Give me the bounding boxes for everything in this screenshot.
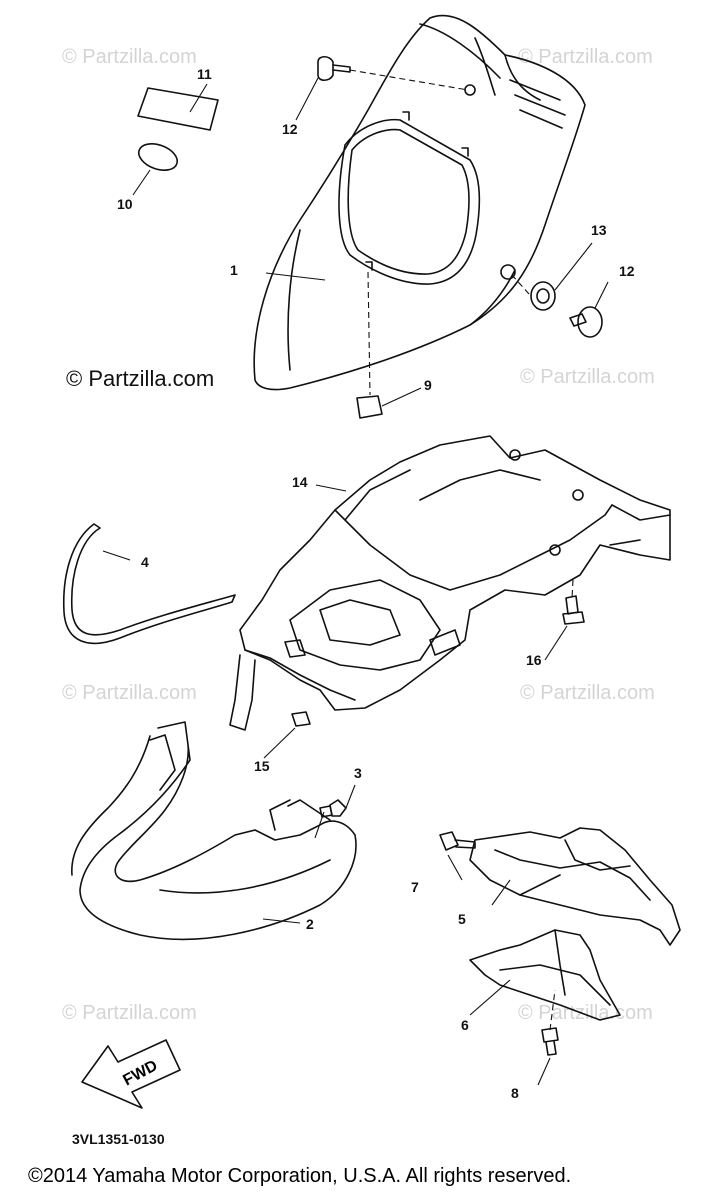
fwd-arrow: [81, 1039, 181, 1109]
part-2-guard: [71, 721, 357, 941]
callout-1: 1: [230, 262, 238, 278]
watermark-mid-left-dark: © Partzilla.com: [66, 366, 215, 391]
callout-12-top: 12: [282, 121, 298, 137]
watermark-mid-right: © Partzilla.com: [520, 366, 655, 388]
part-14-tray: [229, 435, 671, 731]
callout-10: 10: [117, 196, 133, 212]
part-4-strip: [62, 523, 236, 645]
callout-5: 5: [458, 911, 466, 927]
callout-15: 15: [254, 758, 270, 774]
callout-12-right: 12: [619, 263, 635, 279]
part-3-screw: [319, 799, 347, 818]
part-12-right-bolt: [569, 306, 603, 338]
watermark-bottom-left: © Partzilla.com: [62, 1002, 197, 1024]
copyright-notice: ©2014 Yamaha Motor Corporation, U.S.A. A…: [28, 1165, 572, 1187]
callout-4: 4: [141, 554, 149, 570]
part-7-bolt: [439, 831, 476, 851]
part-11-label: [137, 87, 219, 131]
callout-13: 13: [591, 222, 607, 238]
part-15-clip: [291, 711, 311, 727]
callout-6: 6: [461, 1017, 469, 1033]
watermark-lower-right: © Partzilla.com: [520, 682, 655, 704]
callout-3: 3: [354, 765, 362, 781]
callout-16: 16: [526, 652, 542, 668]
part-16-bolt: [562, 595, 585, 625]
callout-9: 9: [424, 377, 432, 393]
part-8-bolt: [541, 1027, 559, 1056]
watermark-lower-left: © Partzilla.com: [62, 682, 197, 704]
part-9-nut: [356, 395, 383, 419]
watermark-top-right: © Partzilla.com: [518, 46, 653, 68]
diagram-code: 3VL1351-0130: [72, 1131, 165, 1147]
callout-7: 7: [411, 879, 419, 895]
watermark-top-left: © Partzilla.com: [62, 46, 197, 68]
part-12-top-bolt: [317, 55, 351, 82]
part-6-plate: [469, 929, 621, 1021]
leader-lines: [102, 69, 609, 1086]
callout-8: 8: [511, 1085, 519, 1101]
part-1-front-cover: [253, 14, 586, 391]
callout-14: 14: [292, 474, 308, 490]
part-5-bracket: [469, 827, 681, 946]
part-13-grommet: [530, 281, 556, 311]
callout-11: 11: [197, 66, 212, 82]
callout-2: 2: [306, 916, 314, 932]
part-10-ring: [137, 143, 179, 171]
